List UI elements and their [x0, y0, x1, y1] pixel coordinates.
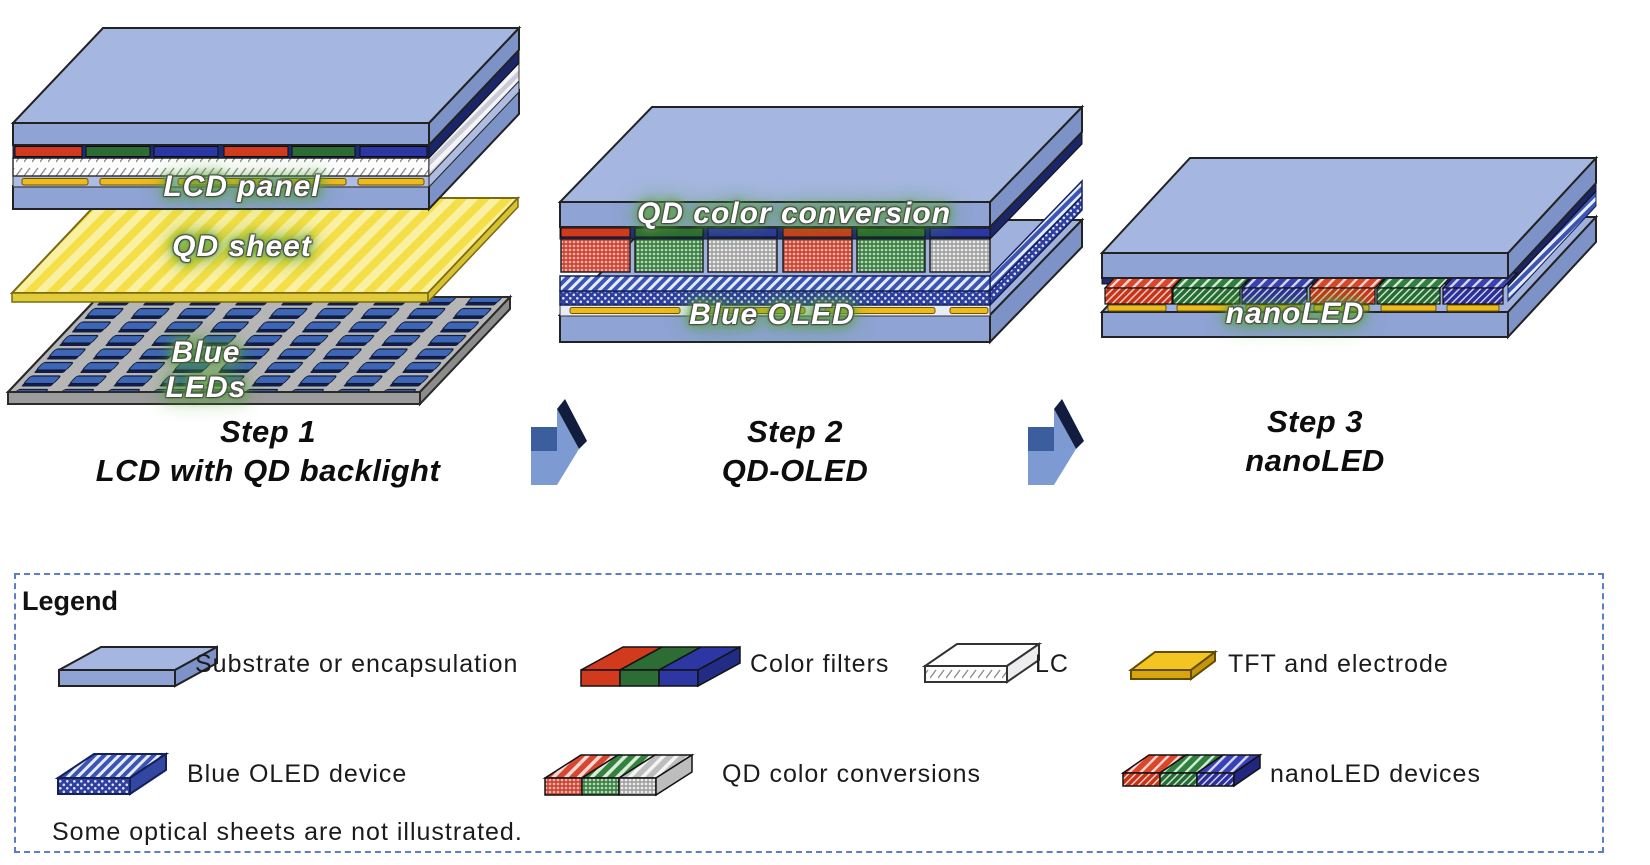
qd-color-conversion-label: QD color conversion — [636, 197, 952, 230]
step3-caption-subtitle: nanoLED — [1245, 443, 1385, 478]
lc-slab-icon — [922, 642, 1043, 684]
tft-electrode-segments — [569, 307, 989, 314]
step3-caption-title: Step 3 — [1266, 404, 1364, 439]
tft-electrode-segments — [21, 178, 425, 186]
substrate-slab-icon — [58, 645, 218, 688]
nanoled-stack — [1099, 155, 1599, 340]
legend-label-color-filters: Color filters — [750, 650, 890, 678]
legend-box — [14, 573, 1604, 853]
blue-led-board — [5, 294, 513, 407]
tft-electrode-segments — [1107, 304, 1500, 312]
legend-note: Some optical sheets are not illustrated. — [52, 818, 523, 846]
blue-oled-layer — [559, 179, 1083, 307]
blue-leds-label: Blue LEDs — [166, 335, 247, 405]
step1-caption-subtitle: LCD with QD backlight — [95, 453, 441, 488]
blue-oled-slab-icon — [55, 752, 170, 796]
legend-label-qd-conversions: QD color conversions — [722, 760, 981, 788]
lcd-panel-label: LCD panel — [163, 170, 321, 203]
qd-sheet-label: QD sheet — [172, 230, 312, 263]
step3-nanoled-diagram — [1099, 155, 1599, 340]
arrow-step1-to-step2-icon — [531, 399, 587, 485]
blue-leds-label-line1: Blue — [171, 336, 241, 369]
nanoled-label: nanoLED — [1225, 297, 1365, 330]
qd-conversion-slab-icon — [542, 753, 695, 797]
step2-qd-oled-diagram — [557, 104, 1085, 345]
nanoled-slab-icon — [1120, 753, 1263, 788]
legend-label-nanoled: nanoLED devices — [1270, 760, 1481, 788]
color-filters-slab-icon — [580, 645, 741, 688]
legend-label-lc: LC — [1035, 650, 1069, 678]
nanoled-device-blocks — [1103, 272, 1519, 305]
step3-caption: Step 3 nanoLED — [1115, 402, 1515, 480]
blue-leds-label-line2: LEDs — [165, 371, 247, 404]
step1-caption-title: Step 1 — [219, 414, 317, 449]
legend-label-substrate: Substrate or encapsulation — [195, 650, 519, 678]
legend-title: Legend — [22, 586, 119, 616]
qd-sheet-layer — [9, 196, 521, 304]
color-filter-segments — [14, 146, 428, 157]
step1-exploded-stack-diagram — [5, 25, 522, 407]
blue-oled-label: Blue OLED — [689, 298, 855, 331]
qd-oled-stack — [557, 104, 1085, 345]
step1-caption: Step 1 LCD with QD backlight — [8, 412, 528, 490]
tft-slab-icon — [1128, 650, 1218, 681]
step2-caption: Step 2 QD-OLED — [595, 412, 995, 490]
lcd-panel-stack — [10, 25, 522, 212]
legend-label-blue-oled: Blue OLED device — [187, 760, 408, 788]
step2-caption-subtitle: QD-OLED — [721, 453, 869, 488]
legend-label-tft: TFT and electrode — [1228, 650, 1449, 678]
step2-caption-title: Step 2 — [746, 414, 844, 449]
arrow-step2-to-step3-icon — [1028, 399, 1084, 485]
qd-color-conversion-blocks — [560, 237, 991, 273]
